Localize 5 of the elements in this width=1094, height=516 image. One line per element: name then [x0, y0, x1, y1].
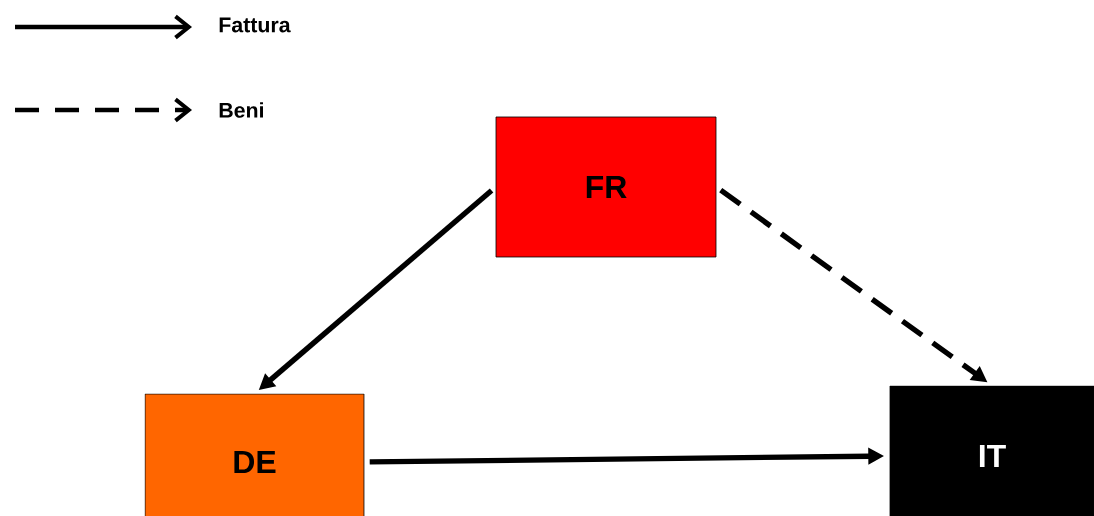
country-box: IT	[889, 385, 1094, 516]
country-box: DE	[144, 393, 365, 516]
country-box: FR	[495, 116, 717, 258]
legend-label: Beni	[219, 102, 263, 118]
legend-label: Fattura	[219, 17, 291, 33]
